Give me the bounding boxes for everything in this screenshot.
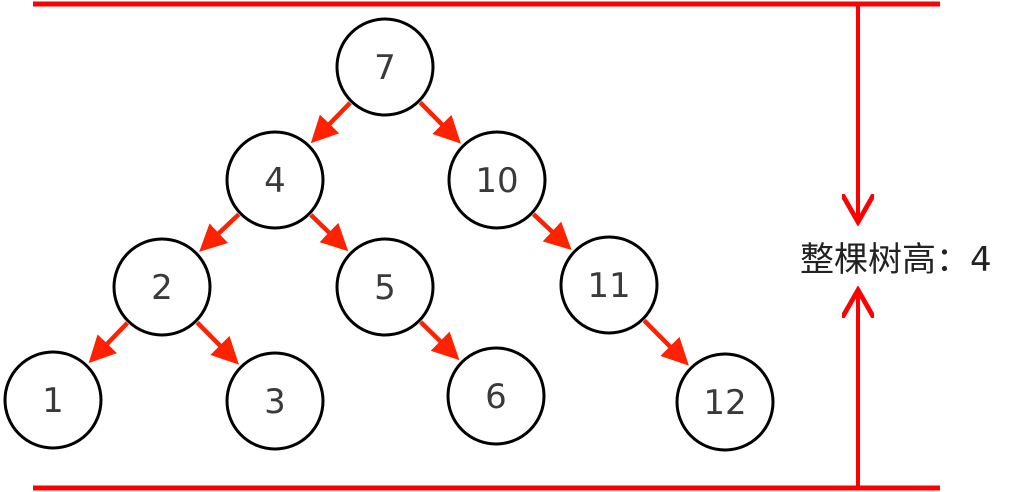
node-label: 3 — [264, 382, 286, 422]
edge-arrow-4-5 — [309, 213, 349, 252]
node-label: 1 — [42, 381, 64, 421]
node-label: 11 — [587, 266, 630, 306]
tree-node-12: 12 — [675, 352, 775, 452]
node-label: 12 — [703, 383, 746, 423]
node-circle — [335, 17, 435, 117]
tree-node-7: 7 — [335, 17, 435, 117]
node-label: 6 — [485, 377, 507, 417]
node-circle — [335, 237, 435, 337]
tree-node-4: 4 — [225, 130, 325, 230]
tree-node-5: 5 — [335, 237, 435, 337]
tree-node-6: 6 — [446, 346, 546, 446]
tree-node-3: 3 — [225, 351, 325, 451]
edge-arrow-2-1 — [88, 321, 129, 364]
edge-arrow-5-6 — [419, 320, 460, 361]
node-circle — [559, 235, 659, 335]
node-circle — [225, 130, 325, 230]
node-circle — [3, 350, 103, 450]
node-label: 5 — [374, 268, 396, 308]
edge-arrow-4-2 — [199, 212, 241, 252]
tree-node-10: 10 — [447, 130, 547, 230]
node-label: 7 — [374, 48, 396, 88]
tree-node-1: 1 — [3, 350, 103, 450]
node-label: 2 — [151, 268, 173, 308]
height-marker — [33, 1, 940, 491]
node-label: 10 — [475, 161, 518, 201]
edge-arrow-2-3 — [195, 320, 239, 365]
tree-node-11: 11 — [559, 235, 659, 335]
tree-height-label: 整棵树高：4 — [800, 240, 992, 280]
tree-node-2: 2 — [112, 237, 212, 337]
node-circle — [675, 352, 775, 452]
edge-arrow-10-11 — [531, 212, 572, 250]
node-label: 4 — [264, 161, 286, 201]
tree-edges — [88, 100, 689, 366]
node-circle — [446, 346, 546, 446]
node-circle — [225, 351, 325, 451]
edge-arrow-7-10 — [418, 100, 461, 144]
edge-arrow-7-4 — [310, 101, 352, 144]
node-circle — [447, 130, 547, 230]
node-circle — [112, 237, 212, 337]
edge-arrow-11-12 — [642, 318, 689, 366]
